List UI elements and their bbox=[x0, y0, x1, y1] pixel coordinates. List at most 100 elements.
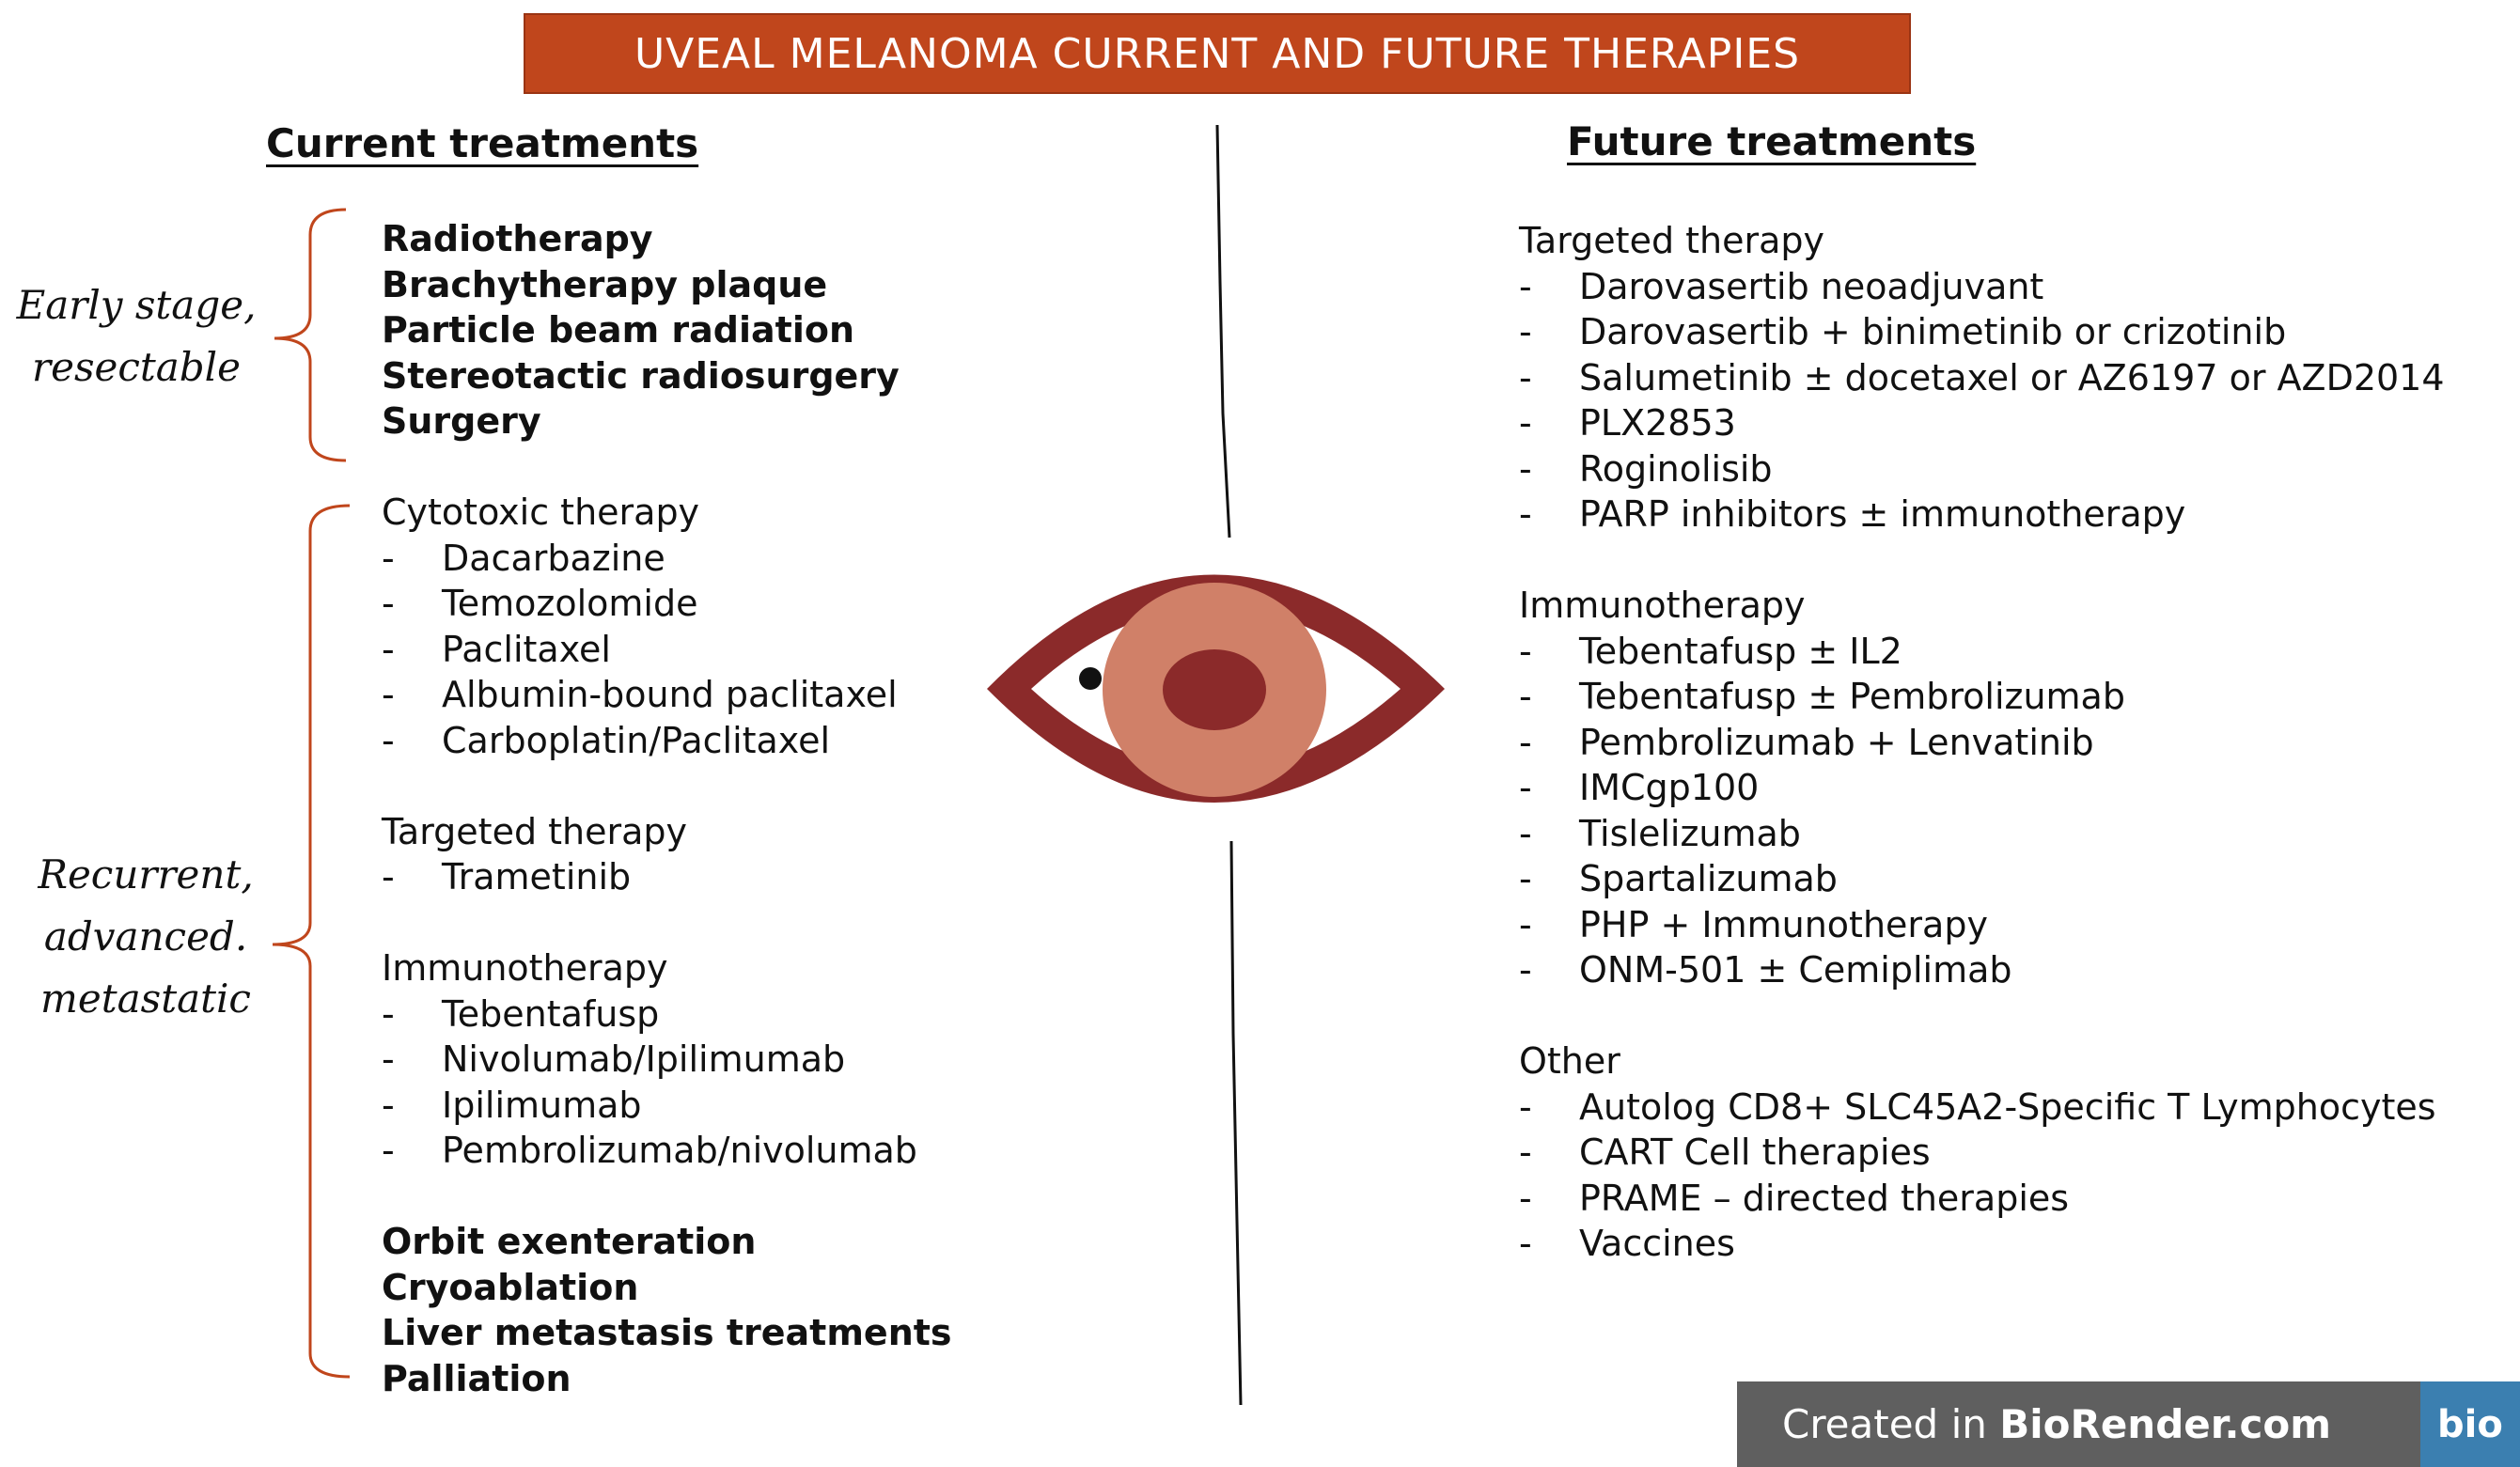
early-stage-label-line: Early stage, bbox=[16, 282, 257, 328]
group-title: Immunotherapy bbox=[1519, 585, 1806, 626]
dash: - bbox=[1519, 493, 1532, 535]
list-item-label: Temozolomide bbox=[442, 583, 698, 624]
list-item: - Tebentafusp ± IL2 bbox=[1519, 629, 2445, 675]
eye-highlight bbox=[1079, 667, 1102, 690]
group-title: Immunotherapy bbox=[382, 947, 668, 989]
dash: - bbox=[1519, 402, 1532, 444]
list-item-label: Carboplatin/Paclitaxel bbox=[442, 719, 831, 761]
list-item: - PHP + Immunotherapy bbox=[1519, 902, 2445, 948]
list-item: - Pembrolizumab + Lenvatinib bbox=[1519, 720, 2445, 766]
list-item: - Salumetinib ± docetaxel or AZ6197 or AZ… bbox=[1519, 355, 2445, 401]
list-item: - Darovasertib + binimetinib or crizotini… bbox=[1519, 309, 2445, 355]
group-title: Targeted therapy bbox=[382, 810, 688, 852]
list-item-label: Roginolisib bbox=[1579, 447, 1773, 490]
list-item: - Ipilimumab bbox=[382, 1083, 952, 1129]
dash: - bbox=[1519, 356, 1532, 398]
list-item-label: Tebentafusp ± Pembrolizumab bbox=[1579, 676, 2125, 717]
list-item-label: Autolog CD8+ SLC45A2-Specific T Lymphocy… bbox=[1579, 1085, 2436, 1128]
biorender-watermark[interactable]: Created in BioRender.com bio bbox=[1737, 1381, 2520, 1467]
dash: - bbox=[382, 628, 395, 670]
list-item-label: Albumin-bound paclitaxel bbox=[442, 674, 898, 715]
list-item: -PRAME – directed therapies bbox=[1519, 1176, 2445, 1222]
eye-outline bbox=[987, 574, 1445, 803]
dash: - bbox=[382, 1084, 395, 1126]
list-item-label: Salumetinib ± docetaxel or AZ6197 or AZD… bbox=[1579, 356, 2445, 398]
list-item-label: Tebentafusp bbox=[442, 992, 660, 1035]
biorender-logo-icon: bio bbox=[2419, 1381, 2520, 1467]
early-stage-label: Early stage, resectable bbox=[0, 274, 273, 398]
list-item: -Spartalizumab bbox=[1519, 856, 2445, 902]
list-item: -Darovasertib neoadjuvant bbox=[1519, 264, 2445, 310]
future-treatments-list: Targeted therapy -Darovasertib neoadjuva… bbox=[1519, 218, 2445, 1267]
center-divider-bottom bbox=[1229, 840, 1243, 1406]
list-item-label: PHP + Immunotherapy bbox=[1579, 903, 1988, 945]
dash: - bbox=[1519, 812, 1532, 854]
dash: - bbox=[382, 992, 395, 1035]
dash: - bbox=[1519, 630, 1532, 672]
list-item: -Vaccines bbox=[1519, 1221, 2445, 1267]
list-item-label: Pembrolizumab/nivolumab bbox=[442, 1130, 917, 1171]
list-item: - Tislelizumab bbox=[1519, 811, 2445, 857]
early-item: Stereotactic radiosurgery bbox=[382, 354, 900, 397]
advanced-stage-brace bbox=[272, 504, 351, 1379]
list-item: -Trametinib bbox=[382, 854, 952, 900]
advanced-stage-label-line: Recurrent, bbox=[38, 851, 254, 897]
group-title: Targeted therapy bbox=[1519, 220, 1825, 261]
list-item: -Dacarbazine bbox=[382, 536, 952, 582]
list-item: - Temozolomide bbox=[382, 581, 952, 627]
list-item: -Carboplatin/Paclitaxel bbox=[382, 718, 952, 764]
dash: - bbox=[1519, 311, 1532, 352]
dash: - bbox=[1519, 676, 1532, 717]
dash: - bbox=[1519, 858, 1532, 899]
list-item-label: Trametinib bbox=[442, 856, 632, 897]
dash: - bbox=[1519, 721, 1532, 763]
list-item: - IMCgp100 bbox=[1519, 765, 2445, 811]
early-stage-label-line: resectable bbox=[32, 344, 241, 390]
list-item-label: Tebentafusp ± IL2 bbox=[1579, 630, 1902, 672]
early-item: Particle beam radiation bbox=[382, 309, 854, 351]
dash: - bbox=[382, 1038, 395, 1080]
advanced-stage-label: Recurrent, advanced. metastatic bbox=[9, 844, 282, 1030]
watermark-prefix: Created in bbox=[1782, 1401, 2000, 1447]
final-item: Liver metastasis treatments bbox=[382, 1312, 952, 1353]
early-item: Radiotherapy bbox=[382, 218, 653, 259]
list-item-label: IMCgp100 bbox=[1579, 767, 1760, 808]
dash: - bbox=[1519, 903, 1532, 945]
title-banner: UVEAL MELANOMA CURRENT AND FUTURE THERAP… bbox=[524, 13, 1911, 94]
list-item-label: Tislelizumab bbox=[1579, 812, 1801, 854]
current-treatments-heading: Current treatments bbox=[266, 120, 699, 166]
final-item: Palliation bbox=[382, 1357, 571, 1399]
list-item-label: PRAME – directed therapies bbox=[1579, 1177, 2070, 1219]
list-item-label: Darovasertib + binimetinib or crizotinib bbox=[1579, 311, 2287, 352]
dash: - bbox=[1519, 767, 1532, 808]
group-title: Other bbox=[1519, 1040, 1620, 1082]
dash: - bbox=[1519, 447, 1532, 490]
eye-pupil bbox=[1163, 649, 1266, 730]
watermark-text: Created in BioRender.com bbox=[1737, 1401, 2420, 1447]
dash: - bbox=[382, 537, 395, 579]
dash: - bbox=[382, 1130, 395, 1171]
list-item: - Pembrolizumab/nivolumab bbox=[382, 1128, 952, 1174]
list-item-label: PARP inhibitors ± immunotherapy bbox=[1579, 493, 2186, 535]
list-item: - Autolog CD8+ SLC45A2-Specific T Lymphoc… bbox=[1519, 1085, 2445, 1131]
dash: - bbox=[382, 674, 395, 715]
page-title: UVEAL MELANOMA CURRENT AND FUTURE THERAP… bbox=[634, 29, 1801, 78]
dash: - bbox=[1519, 1085, 1532, 1128]
dash: - bbox=[1519, 265, 1532, 307]
final-item: Orbit exenteration bbox=[382, 1221, 757, 1262]
dash: - bbox=[382, 583, 395, 624]
list-item-label: CART Cell therapies bbox=[1579, 1131, 1931, 1173]
early-stage-brace bbox=[274, 208, 347, 462]
list-item: - Tebentafusp bbox=[382, 991, 952, 1038]
list-item-label: Pembrolizumab + Lenvatinib bbox=[1579, 721, 2094, 763]
watermark-brand: BioRender.com bbox=[1999, 1401, 2331, 1447]
list-item-label: PLX2853 bbox=[1579, 402, 1736, 444]
current-treatments-list: Radiotherapy Brachytherapy plaque Partic… bbox=[382, 216, 952, 1401]
advanced-stage-label-line: advanced. bbox=[43, 913, 248, 960]
group-title: Cytotoxic therapy bbox=[382, 492, 700, 533]
list-item: - Tebentafusp ± Pembrolizumab bbox=[1519, 674, 2445, 720]
list-item-label: Ipilimumab bbox=[442, 1084, 642, 1126]
final-item: Cryoablation bbox=[382, 1266, 639, 1308]
list-item: - PLX2853 bbox=[1519, 400, 2445, 446]
